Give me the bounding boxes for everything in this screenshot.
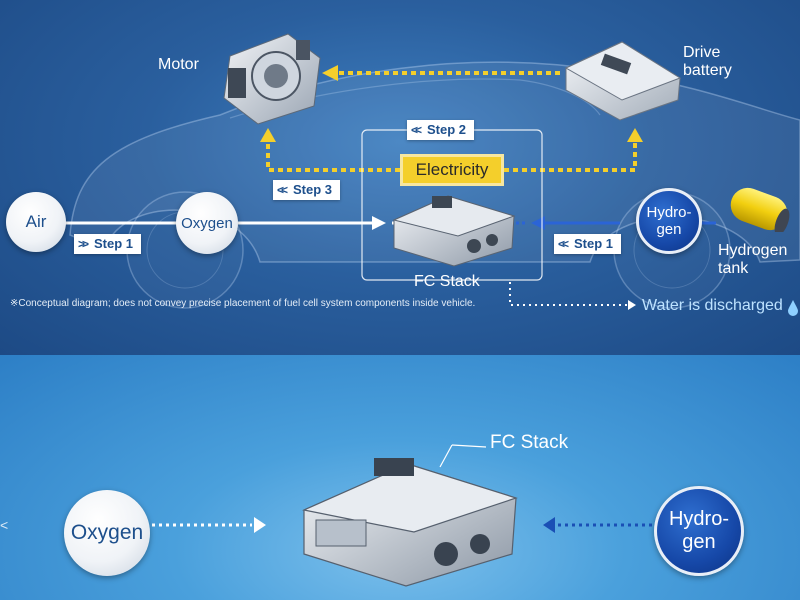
bottom-hydrogen-node: Hydro- gen <box>654 486 744 576</box>
bottom-oxygen-node: Oxygen <box>64 490 150 576</box>
disclaimer-note: ※Conceptual diagram; does not convey pre… <box>10 298 476 309</box>
water-drop-icon <box>788 300 798 316</box>
chevron-left-icon: << <box>558 237 569 251</box>
hydrogen-node: Hydro- gen <box>636 188 702 254</box>
air-node: Air <box>6 192 66 252</box>
motor-image <box>223 33 321 125</box>
diagram-bottom-panel: < FC Stack Oxygen Hydro- gen <box>0 355 800 600</box>
water-path <box>509 282 630 306</box>
chevron-left-icon: << <box>411 123 422 137</box>
bottom-fc-stack-image <box>302 458 518 587</box>
electricity-label: Electricity <box>400 154 504 186</box>
fc-stack-label: FC Stack <box>414 273 480 290</box>
hydrogen-tank-label: Hydrogen tank <box>718 242 788 277</box>
bottom-fc-stack-label: FC Stack <box>490 432 569 453</box>
hydrogen-arrowhead <box>531 216 545 230</box>
oxygen-node: Oxygen <box>176 192 238 254</box>
electricity-path <box>266 71 637 172</box>
step-2-tag: << Step 2 <box>407 120 475 140</box>
step-1-right-tag: << Step 1 <box>554 234 622 254</box>
water-discharged-label: Water is discharged <box>642 297 783 314</box>
step-1-left-tag: >> Step 1 <box>74 234 142 254</box>
step-3-tag: << Step 3 <box>273 180 341 200</box>
fc-stack-image <box>392 195 516 267</box>
svg-text:<: < <box>0 517 8 533</box>
chevron-left-icon: << <box>277 183 288 197</box>
motor-label: Motor <box>158 56 199 73</box>
bottom-flow-arrows: < <box>0 444 652 533</box>
hydrogen-tank-image <box>730 187 790 232</box>
oxygen-arrowhead <box>372 216 386 230</box>
flow-arrows <box>260 65 798 316</box>
drive-battery-label: Drive battery <box>683 44 732 79</box>
diagram-top-panel: Motor Drive battery << Step 2 << Step 3 … <box>0 0 800 355</box>
drive-battery-image <box>564 41 682 121</box>
chevron-right-icon: >> <box>78 237 89 251</box>
